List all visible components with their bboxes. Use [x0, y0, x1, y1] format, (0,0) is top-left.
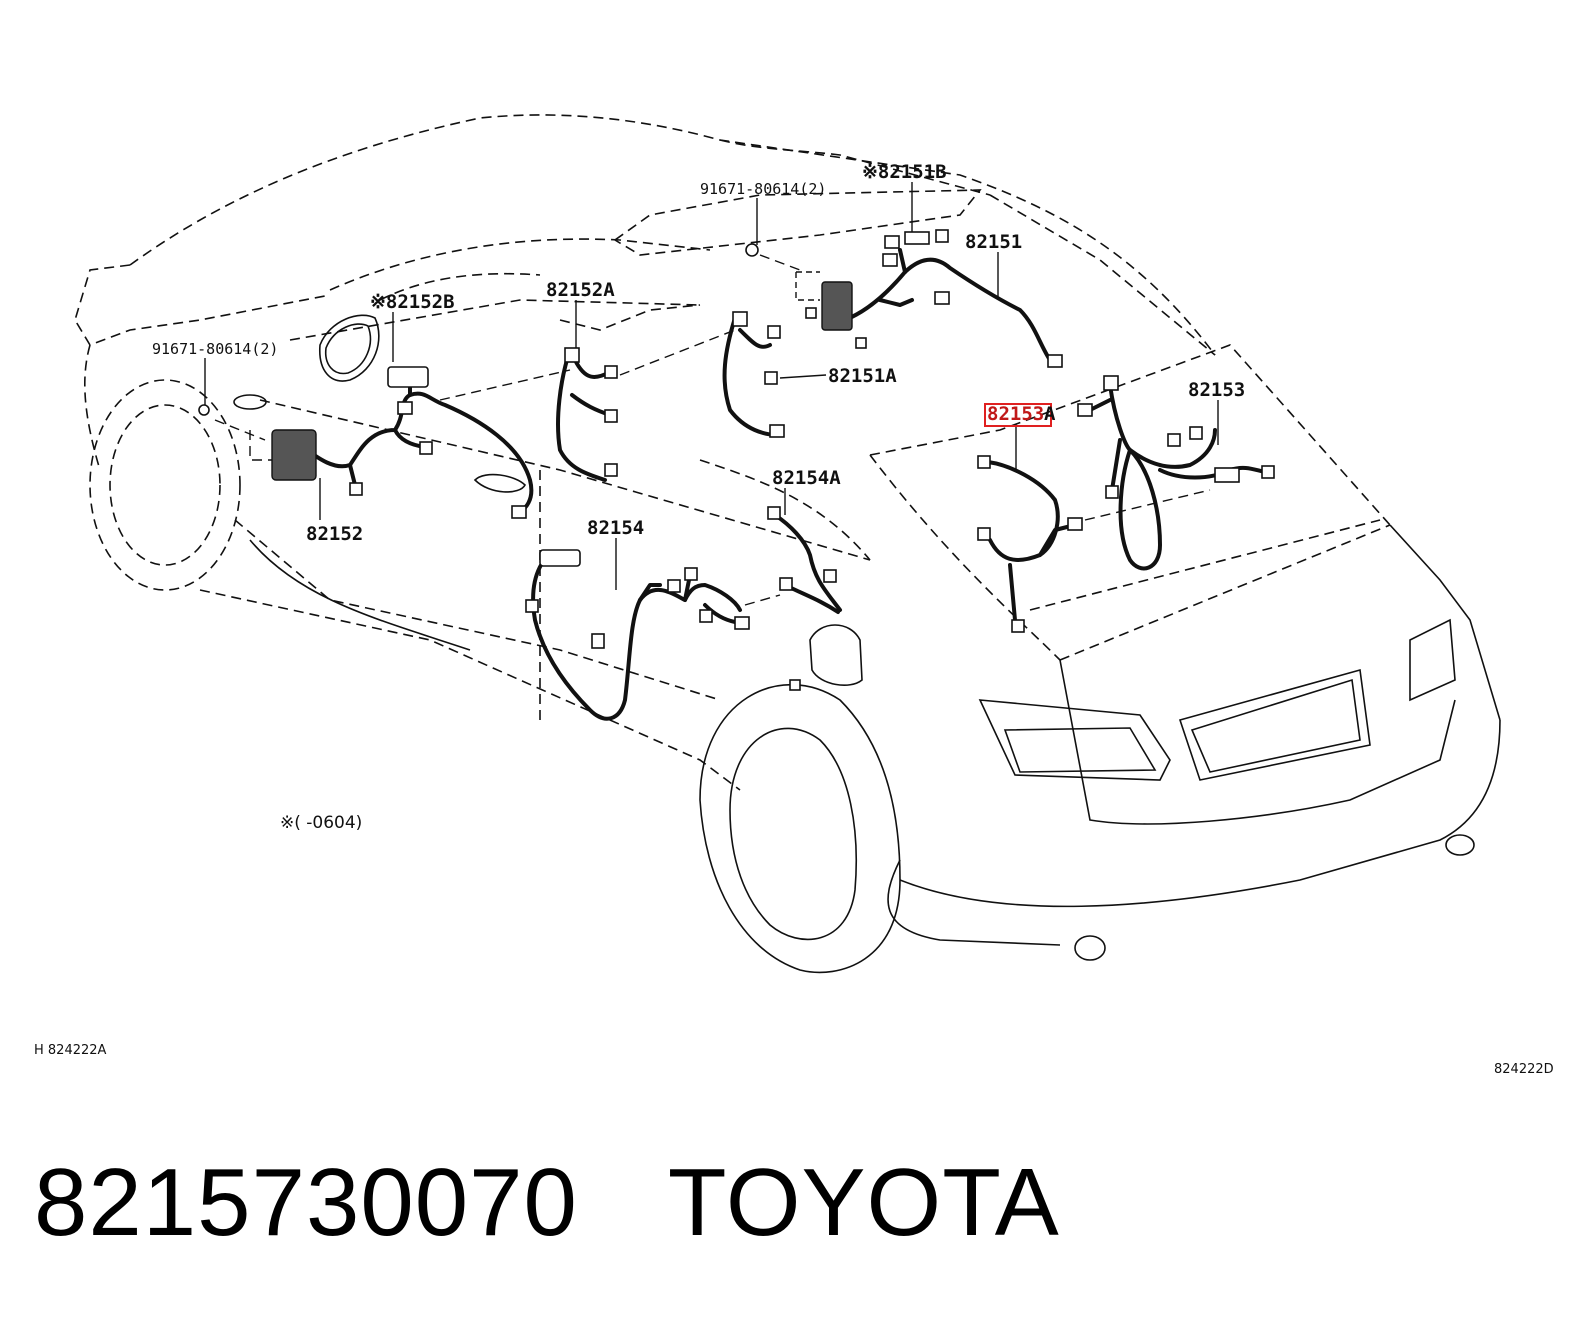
harness-82152	[198, 366, 534, 519]
harness-82151	[745, 229, 1063, 368]
footer-caption: 8215730070 TOYOTA	[34, 1148, 1060, 1258]
leader-lines	[204, 182, 1219, 590]
harness-82154	[525, 549, 750, 721]
car-body-outline	[74, 114, 1501, 974]
label-82152: 82152	[306, 523, 363, 545]
label-82154A: 82154A	[772, 467, 841, 489]
highlight-box-82153A	[984, 403, 1052, 427]
label-82151B: ※82151B	[862, 161, 947, 183]
label-82151: 82151	[965, 231, 1022, 253]
harness-82152A	[556, 347, 618, 482]
part-number: 8215730070	[34, 1149, 578, 1256]
label-91671-left: 91671-80614(2)	[152, 340, 278, 358]
label-82153: 82153	[1188, 379, 1245, 401]
label-82152A: 82152A	[546, 279, 615, 301]
code-left: H 824222A	[34, 1043, 107, 1058]
label-82153A: 82153	[987, 403, 1044, 425]
label-82153A-suffix: A	[1044, 403, 1056, 425]
label-82151A: 82151A	[828, 365, 897, 387]
harness-82151A	[722, 311, 785, 438]
label-91671-top: 91671-80614(2)	[700, 180, 826, 198]
code-right: 824222D	[1494, 1062, 1554, 1077]
harness-82153	[1077, 375, 1275, 571]
label-82154: 82154	[587, 517, 644, 539]
routing-guides	[214, 254, 1211, 606]
legend-note: ※( -0604)	[280, 813, 362, 833]
brand-name: TOYOTA	[667, 1149, 1060, 1256]
harness-82153A	[977, 455, 1083, 633]
part-labels: ※82151B 91671-80614(2) 82151 ※82152B 821…	[152, 161, 1245, 545]
label-82152B: ※82152B	[370, 291, 455, 313]
harness-82154A	[767, 506, 842, 691]
wiring-harness-diagram: ※82151B 91671-80614(2) 82151 ※82152B 821…	[34, 114, 1554, 1077]
